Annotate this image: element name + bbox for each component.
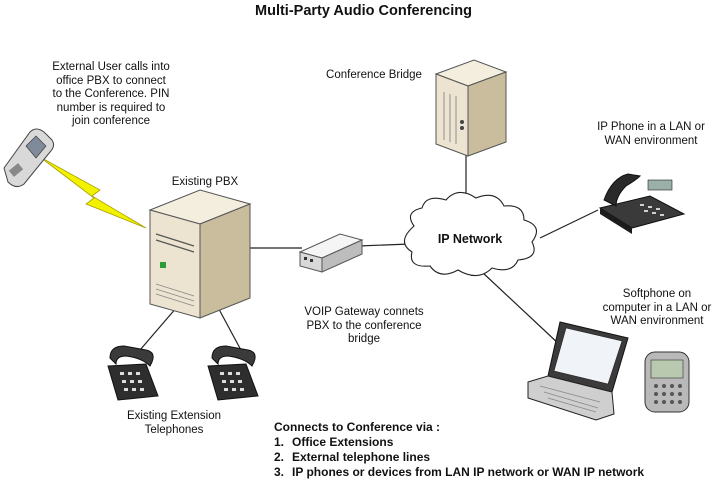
- line-cloud-to-laptop: [481, 271, 561, 346]
- extension-telephone-icon: [207, 345, 259, 401]
- wireless-lightning-icon: [39, 156, 147, 229]
- external-user-label: External User calls into office PBX to c…: [52, 61, 170, 127]
- list-item-text: Office Extensions: [292, 435, 394, 449]
- diagram-title: Multi-Party Audio Conferencing: [255, 3, 472, 19]
- conference-bridge-server-icon: [434, 59, 508, 157]
- list-item: 1. Office Extensions: [274, 435, 724, 450]
- list-item-number: 2.: [274, 450, 285, 464]
- extension-telephones-label: Existing Extension Telephones: [127, 410, 221, 436]
- ip-phone-icon: [598, 173, 686, 234]
- ip-network-label: IP Network: [437, 232, 503, 246]
- list-item-number: 3.: [274, 465, 285, 479]
- ip-network-cloud: [403, 191, 538, 277]
- line-cloud-to-ipphone: [539, 209, 599, 239]
- voip-gateway-label: VOIP Gateway connets PBX to the conferen…: [304, 306, 424, 345]
- line-gateway-to-cloud: [357, 243, 411, 247]
- softphone-label: Softphone on computer in a LAN or WAN en…: [602, 288, 712, 327]
- list-item-text: External telephone lines: [292, 450, 431, 464]
- voip-gateway-icon: [298, 233, 364, 273]
- conference-bridge-label: Conference Bridge: [326, 69, 422, 81]
- handheld-device-icon: [644, 351, 690, 413]
- laptop-icon: [527, 321, 629, 421]
- connects-via-list: Connects to Conference via : 1. Office Ex…: [274, 420, 724, 480]
- list-item: 2. External telephone lines: [274, 450, 724, 465]
- pbx-server-icon: [148, 189, 252, 319]
- list-item-number: 1.: [274, 435, 285, 449]
- list-item: 3. IP phones or devices from LAN IP netwo…: [274, 465, 724, 480]
- cell-phone-icon: [3, 128, 55, 188]
- ip-phone-label: IP Phone in a LAN or WAN environment: [597, 121, 705, 147]
- extension-telephone-icon: [107, 345, 159, 401]
- existing-pbx-label: Existing PBX: [171, 176, 239, 188]
- list-item-text: IP phones or devices from LAN IP network…: [292, 465, 645, 479]
- connects-heading: Connects to Conference via :: [274, 420, 441, 434]
